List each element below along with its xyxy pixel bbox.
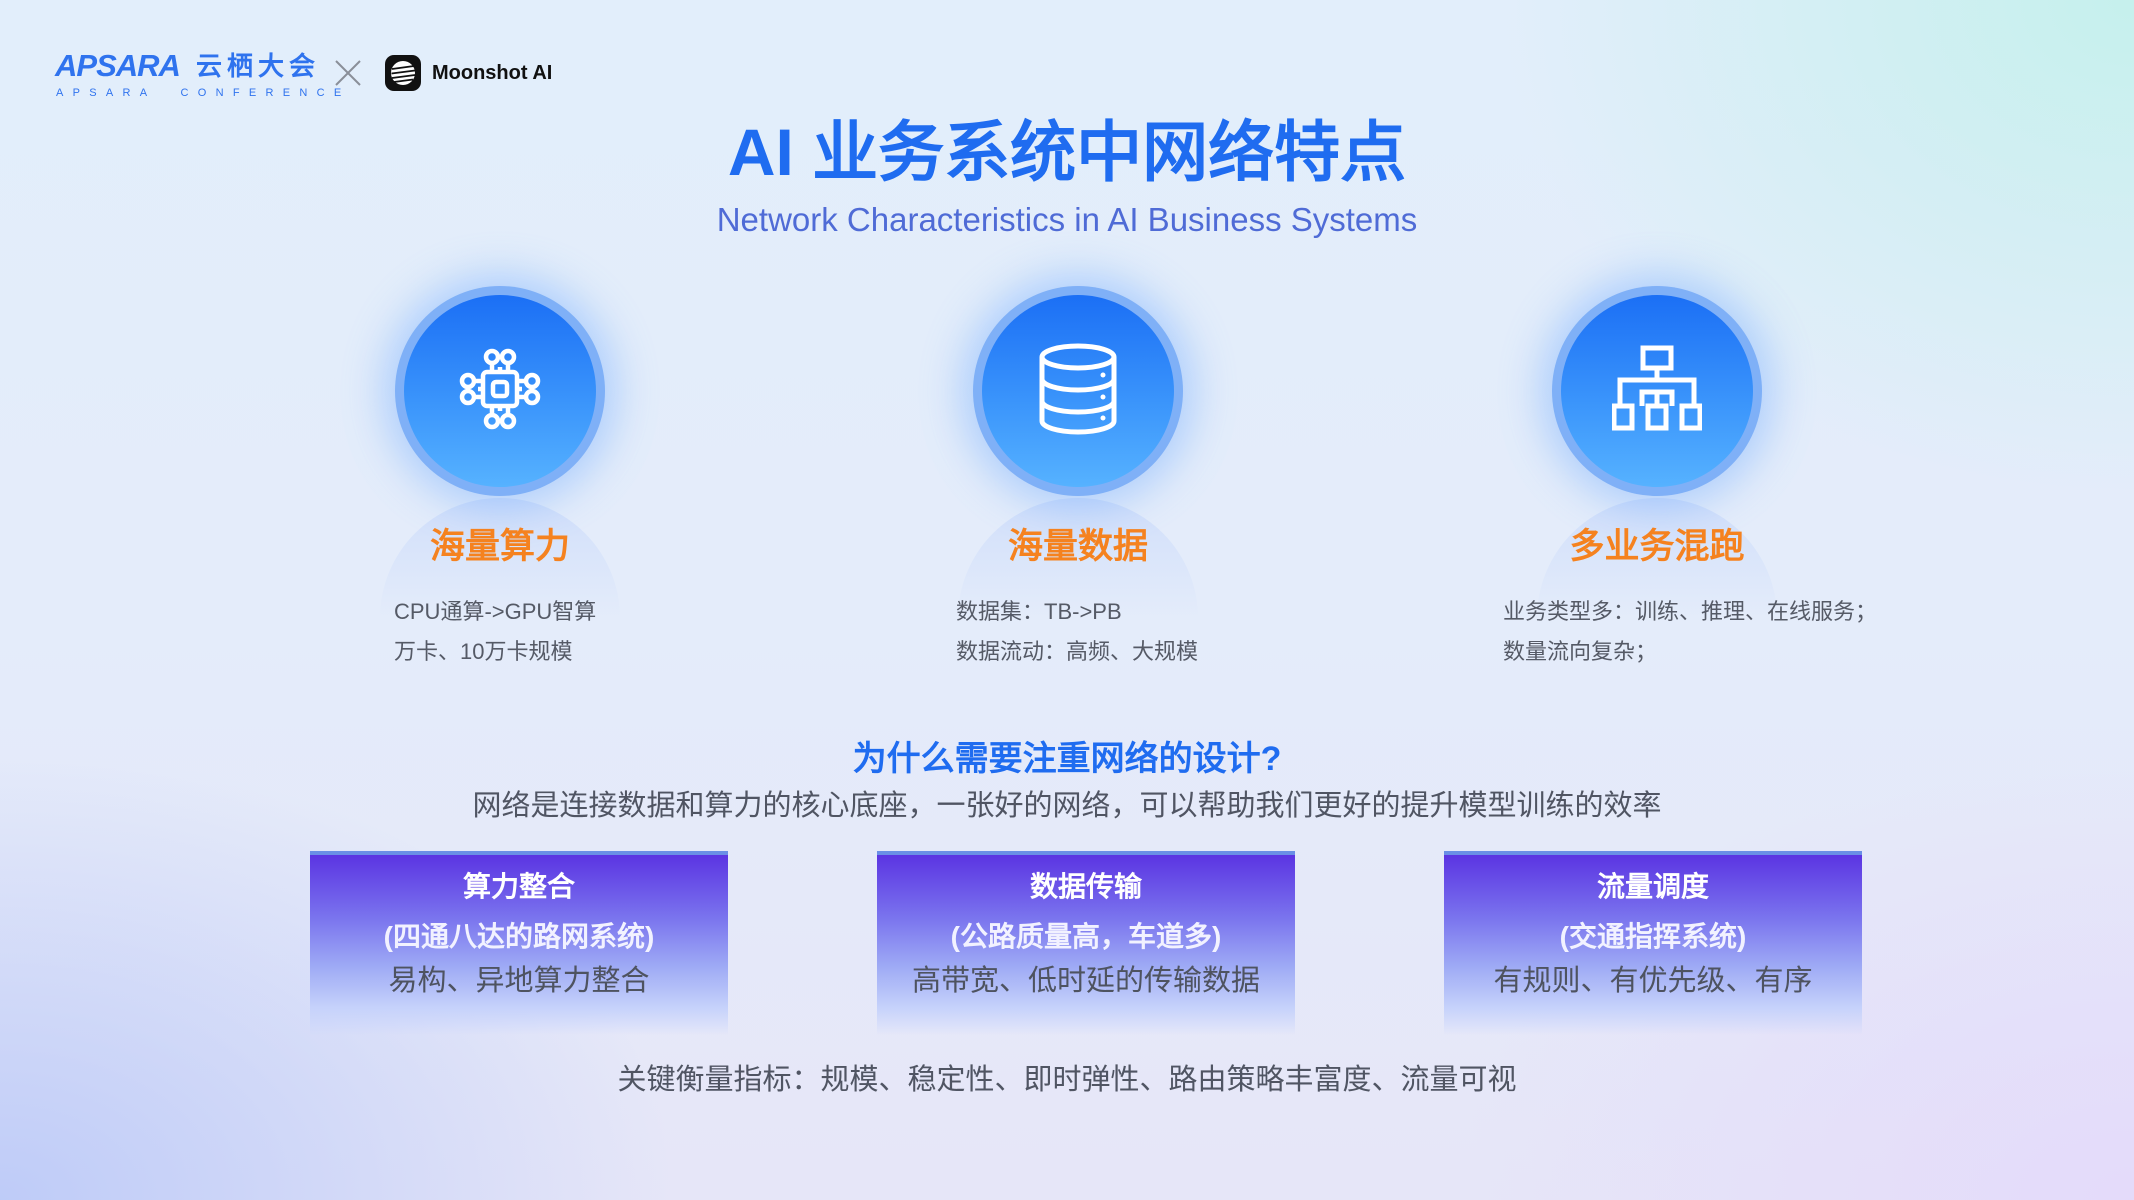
feature-circle [404, 295, 596, 487]
feature-circle [1561, 295, 1753, 487]
chip-icon [452, 341, 548, 442]
card-title: 流量调度 [1596, 871, 1709, 902]
card-subtitle: (四通八达的路网系统) [383, 921, 655, 952]
feature-line: 数据流动：高频、大规模 [956, 639, 1199, 664]
apsara-cn-logo: 云栖大会 [196, 51, 321, 81]
feature-description: 数据集：TB->PB 数据流动：高频、大规模 [956, 592, 1198, 672]
feature-line: 数据集：TB->PB [956, 599, 1122, 624]
feature-label: 多业务混跑 [1569, 527, 1745, 566]
feature-line: 万卡、10万卡规模 [394, 639, 573, 664]
card-subtitle: (交通指挥系统) [1559, 921, 1747, 952]
feature-description: CPU通算->GPU智算 万卡、10万卡规模 [394, 592, 596, 672]
feature-data: 海量数据 数据集：TB->PB 数据流动：高频、大规模 [868, 280, 1288, 680]
card-description: 易构、异地算力整合 [388, 965, 650, 997]
feature-circle [982, 295, 1174, 487]
times-icon [333, 58, 363, 88]
card-data-transfer: 数据传输 (公路质量高，车道多) 高带宽、低时延的传输数据 [877, 851, 1295, 1035]
page-title: AI 业务系统中网络特点 [727, 115, 1407, 189]
card-subtitle: (公路质量高，车道多) [950, 921, 1222, 952]
partner-name: Moonshot AI [432, 62, 553, 84]
why-description: 网络是连接数据和算力的核心底座，一张好的网络，可以帮助我们更好的提升模型训练的效… [472, 790, 1662, 822]
feature-compute: 海量算力 CPU通算->GPU智算 万卡、10万卡规模 [290, 280, 710, 680]
apsara-conference-text: APSARA CONFERENCE [56, 87, 351, 99]
feature-description: 业务类型多：训练、推理、在线服务； 数量流向复杂； [1503, 592, 1877, 672]
page-subtitle: Network Characteristics in AI Business S… [716, 201, 1418, 238]
feature-label: 海量数据 [1007, 527, 1148, 566]
card-traffic-scheduling: 流量调度 (交通指挥系统) 有规则、有优先级、有序 [1444, 851, 1862, 1035]
hierarchy-icon [1611, 344, 1703, 439]
database-icon [1033, 341, 1123, 442]
card-title: 数据传输 [1029, 871, 1142, 902]
feature-line: 数量流向复杂； [1503, 639, 1658, 664]
feature-line: CPU通算->GPU智算 [394, 599, 597, 624]
feature-multi-business: 多业务混跑 业务类型多：训练、推理、在线服务； 数量流向复杂； [1447, 280, 1877, 680]
card-description: 有规则、有优先级、有序 [1493, 965, 1813, 997]
card-description: 高带宽、低时延的传输数据 [911, 965, 1260, 997]
moonshot-logo-icon [385, 55, 421, 91]
why-heading: 为什么需要注重网络的设计? [852, 740, 1282, 778]
card-title: 算力整合 [462, 871, 575, 902]
feature-label: 海量算力 [429, 527, 570, 566]
key-metrics: 关键衡量指标：规模、稳定性、即时弹性、路由策略丰富度、流量可视 [617, 1064, 1517, 1096]
card-compute-integration: 算力整合 (四通八达的路网系统) 易构、异地算力整合 [310, 851, 728, 1035]
feature-line: 业务类型多：训练、推理、在线服务； [1503, 599, 1878, 624]
apsara-logo: APSARA [55, 48, 181, 83]
